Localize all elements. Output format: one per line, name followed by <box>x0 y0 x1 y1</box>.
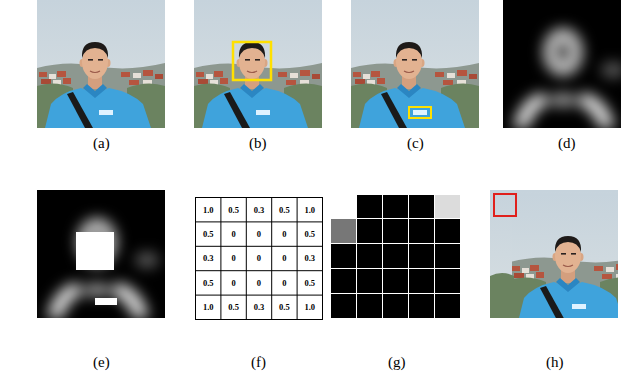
panel-caption: (f) <box>251 354 266 370</box>
grid-cell: 0.5 <box>273 296 296 318</box>
grid-cell: 0 <box>247 223 270 245</box>
panel-caption: (d) <box>558 135 576 151</box>
grid-cell: 0 <box>247 247 270 269</box>
crop-box <box>494 194 516 216</box>
cell-weight: 0 <box>231 253 235 263</box>
cell-weight: 0.5 <box>304 229 315 239</box>
photo-panel <box>194 0 322 128</box>
cell-weight: 0 <box>257 253 261 263</box>
weight-grid <box>196 198 323 320</box>
grid-cell: 0.5 <box>222 199 245 221</box>
photo-panel <box>37 0 165 128</box>
grid-cell: 0.5 <box>298 223 321 245</box>
cell-weight: 0.5 <box>279 205 290 215</box>
face-mask <box>76 232 114 270</box>
cell-weight: 1.0 <box>304 205 315 215</box>
cell-weight: 0.5 <box>304 278 315 288</box>
grid-cell: 0.5 <box>197 272 220 294</box>
panel-caption: (a) <box>93 135 110 151</box>
grid-cell: 0.3 <box>247 199 270 221</box>
cell-weight: 0.3 <box>254 302 265 312</box>
grid-cell: 0.5 <box>273 199 296 221</box>
cell-weight: 0.5 <box>203 278 214 288</box>
saliency-panel <box>503 0 621 128</box>
grid-cell: 0.5 <box>298 272 321 294</box>
face-box <box>233 42 271 80</box>
panel-caption: (e) <box>93 354 110 370</box>
photo-panel <box>490 190 621 322</box>
saliency-panel <box>37 190 165 318</box>
panel-caption: (c) <box>407 135 424 151</box>
logo-mask <box>95 298 117 305</box>
cell-weight: 0 <box>282 229 286 239</box>
cell-weight: 0.5 <box>279 302 290 312</box>
caption-slot: (d) <box>558 134 576 152</box>
grid-cell: 0 <box>273 223 296 245</box>
cell-weight: 0 <box>257 278 261 288</box>
panel-caption: (h) <box>546 354 564 370</box>
cell-weight: 0 <box>282 253 286 263</box>
grid-cell: 0 <box>222 223 245 245</box>
grid-cell: 0 <box>222 247 245 269</box>
grid-cell: 0.3 <box>197 247 220 269</box>
cell-weight: 0.3 <box>304 253 315 263</box>
grid-cell: 0 <box>247 272 270 294</box>
panel-caption: (b) <box>249 135 267 151</box>
grid-cell: 0 <box>273 272 296 294</box>
caption-slot: (e) <box>93 353 110 371</box>
panel-caption: (g) <box>388 354 406 370</box>
cell-weight: 0.5 <box>228 205 239 215</box>
cell-weight: 0 <box>231 278 235 288</box>
grid-cell: 1.0 <box>298 199 321 221</box>
grid-cell: 0 <box>273 247 296 269</box>
grid-cell: 0.5 <box>197 223 220 245</box>
grid-cell: 1.0 <box>197 199 220 221</box>
cell-weight: 0 <box>282 278 286 288</box>
caption-slot: (c) <box>407 134 424 152</box>
grid-cell: 0.3 <box>298 247 321 269</box>
cell-weight: 1.0 <box>304 302 315 312</box>
cell-weight: 1.0 <box>203 205 214 215</box>
caption-slot: (f) <box>251 353 266 371</box>
cell-weight: 0.5 <box>228 302 239 312</box>
grid-cell: 0 <box>222 272 245 294</box>
grid-cell: 0.3 <box>247 296 270 318</box>
caption-slot: (a) <box>93 134 110 152</box>
grid-cell: 1.0 <box>298 296 321 318</box>
cell-weight: 0 <box>257 229 261 239</box>
cell-weight: 0 <box>231 229 235 239</box>
grid-cell: 0.5 <box>222 296 245 318</box>
cell-weight: 0.5 <box>203 229 214 239</box>
caption-slot: (h) <box>546 353 564 371</box>
grid-cell: 1.0 <box>197 296 220 318</box>
logo-box <box>409 107 431 118</box>
cell-weight: 1.0 <box>203 302 214 312</box>
cell-weight: 0.3 <box>203 253 214 263</box>
caption-slot: (g) <box>388 353 406 371</box>
cost-grid <box>331 195 460 318</box>
cell-weight: 0.3 <box>254 205 265 215</box>
photo-panel <box>351 0 479 128</box>
caption-slot: (b) <box>249 134 267 152</box>
